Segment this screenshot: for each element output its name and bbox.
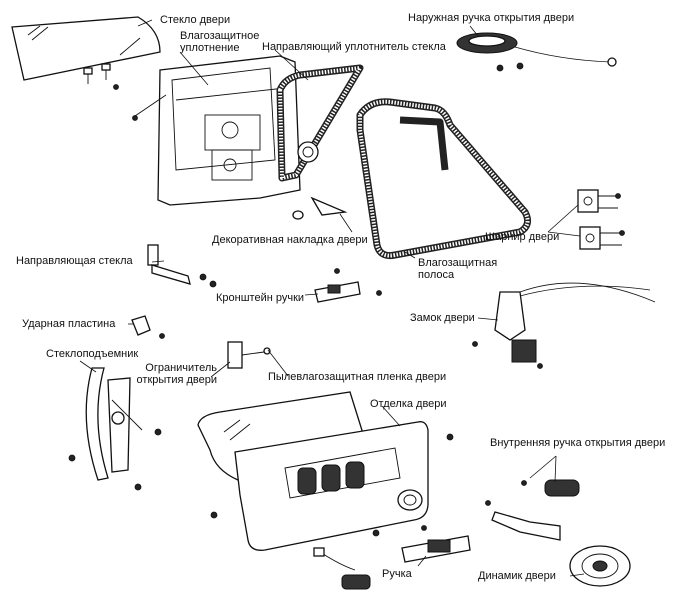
door-trim-part (234, 421, 429, 551)
label-handle: Ручка (382, 568, 412, 580)
label-inner-handle: Внутренняя ручка открытия двери (490, 437, 666, 449)
bolt-icon (210, 511, 218, 519)
bolt-icon (68, 454, 76, 462)
regulator-part (85, 367, 143, 481)
bolt-icon (446, 433, 454, 441)
bolt-icon (134, 483, 142, 491)
label-regulator: Стеклоподъемник (46, 348, 139, 360)
label-door-glass: Стекло двери (160, 14, 231, 26)
label-outer-handle: Наружная ручка открытия двери (408, 12, 575, 24)
bolt-icon (132, 115, 138, 121)
door-stop-part (227, 341, 271, 369)
label-glass-run-seal: Направляющий уплотнитель стекла (262, 41, 446, 53)
handle-part (401, 525, 471, 563)
door-glass-part (11, 16, 161, 84)
hinge-part (577, 189, 622, 250)
label-glass-guide: Направляющая стекла (16, 255, 133, 267)
bolt-icon (496, 64, 504, 72)
wire-harness-part (313, 547, 371, 590)
label-striker-plate: Ударная пластина (22, 318, 116, 330)
bolt-icon (521, 480, 527, 486)
bolt-icon (199, 273, 207, 281)
label-door-trim: Отделка двери (370, 398, 447, 410)
bolt-icon (376, 290, 382, 296)
label-moisture-seal: Влагозащитное уплотнение (180, 30, 260, 54)
inner-handle-part (491, 479, 580, 541)
bolt-icon (372, 529, 380, 537)
label-handle-bracket: Кронштейн ручки (216, 292, 305, 304)
door-lock-part (472, 282, 656, 369)
leader-lines (79, 19, 585, 577)
bolt-icon (615, 193, 621, 199)
door-shell-part (134, 55, 301, 206)
label-moisture-strip: Влагозащитная полоса (418, 257, 498, 281)
moisture-strip-part (356, 98, 532, 259)
label-door-lock: Замок двери (410, 312, 475, 324)
bolt-icon (619, 230, 625, 236)
label-hinge: Шарнир двери (485, 231, 560, 243)
bolt-icon (334, 268, 340, 274)
bolt-icon (209, 280, 217, 288)
bolt-icon (516, 62, 524, 70)
bolt-icon (113, 84, 119, 90)
label-dust-film: Пылевлагозащитная пленка двери (268, 371, 447, 383)
bolt-icon (154, 428, 162, 436)
handle-bracket-part (314, 281, 361, 303)
outer-handle-part (456, 32, 617, 67)
bolt-icon (159, 333, 165, 339)
glass-guide-part (147, 244, 191, 285)
label-speaker: Динамик двери (478, 570, 556, 582)
speaker-part (569, 545, 631, 587)
glass-run-seal-part (276, 64, 364, 182)
label-deco-trim: Декоративная накладка двери (212, 234, 368, 246)
striker-plate-part (131, 315, 151, 336)
bolt-icon (485, 500, 491, 506)
label-door-stop: Ограничитель открытия двери (136, 362, 217, 386)
deco-trim-part (292, 196, 348, 220)
